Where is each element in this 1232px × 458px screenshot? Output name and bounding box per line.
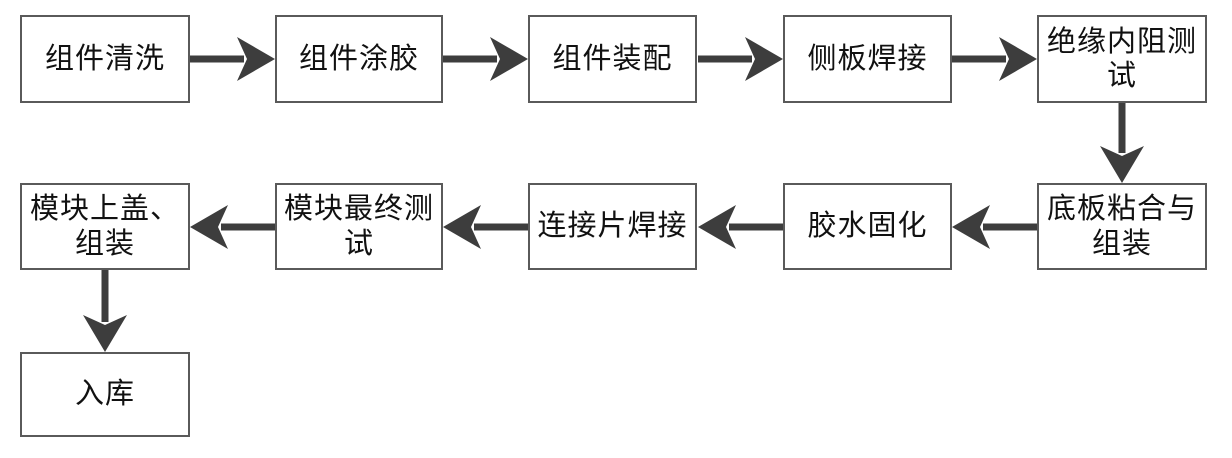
arrow-left-n9-n10-icon [190, 205, 275, 249]
arrow-down-n5-n6-icon [1100, 103, 1144, 183]
node-insulation-resistance-test: 绝缘内阻测 试 [1037, 15, 1207, 103]
node-glue-curing: 胶水固化 [783, 183, 952, 270]
node-component-assembly: 组件装配 [528, 15, 697, 103]
node-module-top-cover-assembly: 模块上盖、 组装 [20, 183, 190, 270]
arrow-right-n1-n2-icon [190, 37, 275, 81]
node-component-cleaning: 组件清洗 [20, 15, 190, 103]
arrow-right-n2-n3-icon [443, 37, 528, 81]
arrow-down-n10-n11-icon [83, 270, 127, 352]
arrow-right-n3-n4-icon [698, 37, 783, 81]
node-connecting-tab-welding: 连接片焊接 [528, 183, 697, 270]
arrow-left-n8-n9-icon [443, 205, 528, 249]
arrow-left-n6-n7-icon [952, 205, 1037, 249]
node-warehousing: 入库 [20, 352, 190, 437]
node-base-plate-bonding-assembly: 底板粘合与 组装 [1037, 183, 1207, 270]
node-module-final-test: 模块最终测 试 [275, 183, 443, 270]
arrow-right-n4-n5-icon [952, 37, 1037, 81]
node-side-panel-welding: 侧板焊接 [783, 15, 952, 103]
node-component-gluing: 组件涂胶 [275, 15, 443, 103]
arrow-left-n7-n8-icon [698, 205, 783, 249]
